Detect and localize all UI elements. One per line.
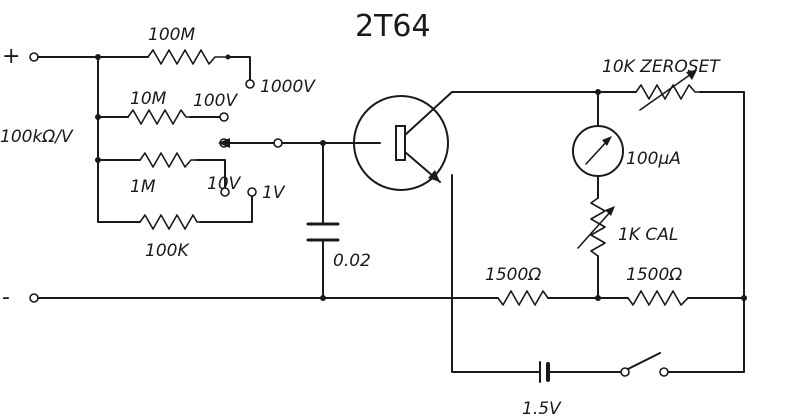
selector-output-contact <box>273 138 283 148</box>
range-10v-contact <box>220 187 230 197</box>
meter-movement <box>572 125 624 177</box>
range-10v-label: 10V <box>207 174 242 194</box>
plus-terminal <box>29 52 39 62</box>
switch-contact-right <box>659 367 669 377</box>
capacitor-label: 0.02 <box>333 251 371 271</box>
resistor-1500-right-label: 1500Ω <box>626 265 682 285</box>
cal-adjust-arrow <box>577 209 613 249</box>
transistor-leads <box>404 91 599 183</box>
range-1000v-label: 1000V <box>260 77 316 97</box>
emitter-arrow-icon <box>428 170 440 182</box>
resistor-1500-left-label: 1500Ω <box>485 265 541 285</box>
zero-set-resistor <box>635 84 701 100</box>
resistor-1m-label: 1M <box>130 177 156 197</box>
range-1v-label: 1V <box>262 183 286 203</box>
resistor-10m-label: 10M <box>130 89 167 109</box>
power-switch-lever <box>627 352 661 370</box>
cal-resistor <box>590 197 606 257</box>
range-1000v-contact <box>245 79 255 89</box>
range-100v-label: 100V <box>193 91 238 111</box>
resistor-100k-wire <box>97 195 253 223</box>
zero-set-label: 10K ZEROSET <box>602 57 721 77</box>
transistor-base <box>395 125 406 161</box>
resistor-10m <box>127 109 191 125</box>
resistor-100k-label: 100K <box>145 241 190 261</box>
zero-set-arrowhead-icon <box>686 70 697 80</box>
resistor-1m-wire <box>97 159 226 189</box>
range-1v-contact <box>247 187 257 197</box>
sensitivity-label: 100kΩ/V <box>0 127 74 147</box>
transistor-title: 2T64 <box>355 9 431 44</box>
cal-label: 1K CAL <box>618 225 678 245</box>
minus-terminal <box>29 293 39 303</box>
transistor-envelope <box>353 95 449 191</box>
emitter-wire <box>451 174 531 373</box>
range-100v-contact <box>219 112 229 122</box>
resistor-1500-right <box>627 290 689 306</box>
capacitor-0-02 <box>306 222 340 242</box>
minus-sign: - <box>2 285 10 310</box>
switch-contact-left <box>620 367 630 377</box>
plus-wire <box>37 56 251 81</box>
resistor-1500-left <box>497 290 549 306</box>
resistor-100m-label: 100M <box>148 25 195 45</box>
junction-dot <box>320 295 326 301</box>
selector-arrow-icon <box>218 138 230 148</box>
resistor-100m <box>147 49 229 65</box>
junction-dot <box>741 295 747 301</box>
zero-set-wire <box>597 91 745 373</box>
meter-label: 100μA <box>626 149 681 169</box>
junction-dot <box>95 54 101 60</box>
zero-set-adjust-arrow <box>639 71 695 111</box>
plus-sign: + <box>2 44 20 69</box>
meter-needle-arrow-icon <box>602 136 612 146</box>
resistor-100k <box>139 214 201 230</box>
junction-dot <box>225 54 231 60</box>
cal-arrowhead-icon <box>605 206 615 216</box>
battery-label: 1.5V <box>522 399 562 419</box>
junction-dot <box>595 295 601 301</box>
resistor-1m <box>139 152 197 168</box>
